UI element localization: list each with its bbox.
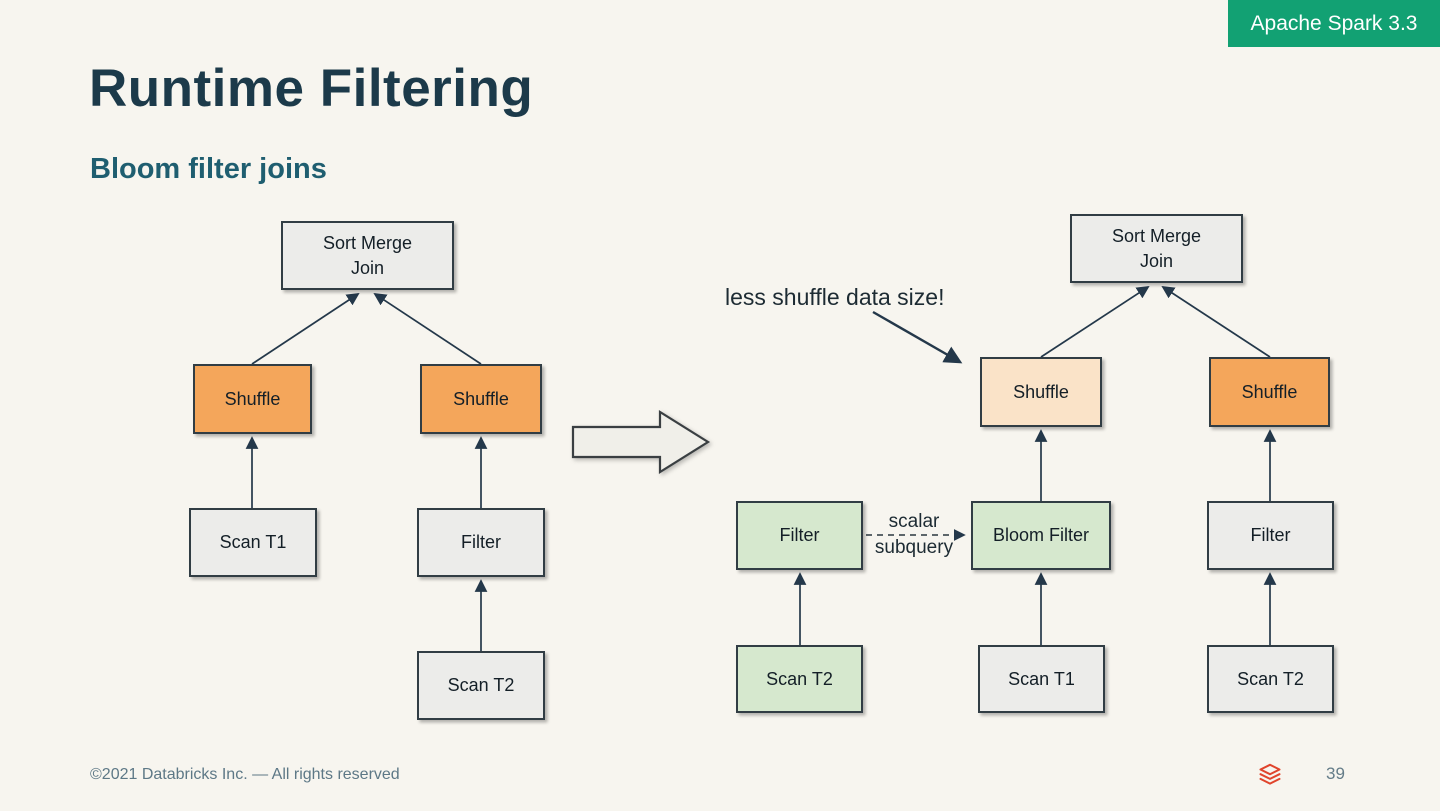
edge-left-shuffleR-smj [373,292,482,365]
databricks-logo-icon [1258,762,1282,793]
node-right-bloom-filter: Bloom Filter [971,501,1111,570]
node-left-shuffle-1: Shuffle [193,364,312,434]
node-right-shuffle-2: Shuffle [1209,357,1330,427]
node-right-sort-merge-join: Sort Merge Join [1070,214,1243,283]
node-right-filter-gray: Filter [1207,501,1334,570]
page-number: 39 [1326,764,1345,783]
node-left-sort-merge-join: Sort Merge Join [281,221,454,290]
node-right-shuffle-1: Shuffle [980,357,1102,427]
slide-subtitle: Bloom filter joins [90,153,327,185]
edge-left-shuffleL-smj [251,292,360,365]
node-right-scan-t1: Scan T1 [978,645,1105,713]
node-left-shuffle-2: Shuffle [420,364,542,434]
slide-title: Runtime Filtering [89,59,534,118]
node-right-scan-t2-green: Scan T2 [736,645,863,713]
node-left-scan-t2: Scan T2 [417,651,545,720]
copyright-text: ©2021 Databricks Inc. — All rights reser… [90,766,400,783]
annotation-text: less shuffle data size! [725,284,945,310]
annotation-arrow [872,310,963,364]
scalar-subquery-label: scalar subquery [866,509,962,560]
scalar-subquery-line1: scalar [888,511,940,532]
node-right-filter-green: Filter [736,501,863,570]
node-right-scan-t2: Scan T2 [1207,645,1334,713]
edge-right-shuffleR-smj [1161,285,1271,358]
scalar-subquery-line2: subquery [874,536,954,558]
transform-block-arrow [571,410,711,474]
node-left-filter: Filter [417,508,545,577]
edge-right-shuffleL-smj [1040,285,1150,358]
node-left-scan-t1: Scan T1 [189,508,317,577]
version-badge: Apache Spark 3.3 [1228,0,1440,47]
